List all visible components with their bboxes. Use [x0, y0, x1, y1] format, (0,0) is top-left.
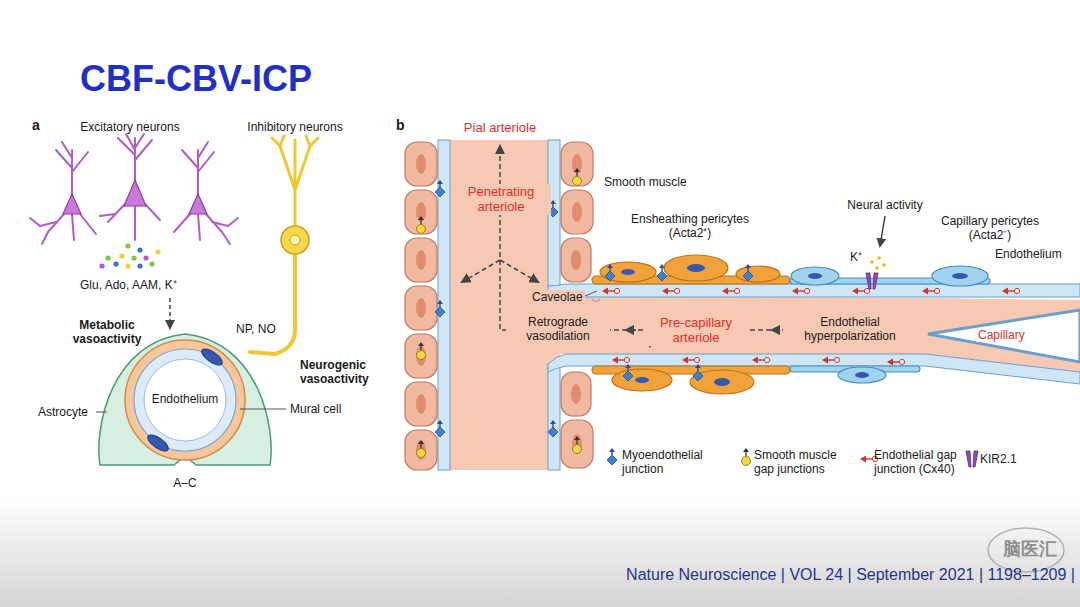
legend-text: Smooth muscle gap junctions [754, 448, 854, 476]
part-label: Glu, Ado, AAM, K⁺ [80, 278, 230, 292]
part-label: Smooth muscle [604, 175, 687, 189]
citation-caption: Nature Neuroscience | VOL 24 | September… [626, 566, 1075, 585]
part-label: Endothelial hyperpolarization [783, 315, 917, 343]
figure-title: CBF-CBV-ICP [80, 58, 312, 100]
part-label: Excitatory neurons [55, 120, 205, 134]
part-label: Metabolic vasoactivity [57, 318, 157, 346]
part-label: Pial arteriole [435, 120, 565, 135]
part-label: K⁺ [850, 250, 862, 264]
part-label: Mural cell [290, 402, 341, 416]
legend-text: Endothelial gap junction (Cx40) [874, 448, 966, 476]
part-label: a [32, 117, 40, 134]
smooth-muscle-cells [405, 142, 593, 470]
part-label: Neural activity [825, 198, 945, 212]
legend-text: Myoendothelial junction [622, 448, 732, 476]
part-label: Penetrating arteriole [451, 184, 551, 215]
part-label: NP, NO [236, 322, 276, 336]
caveolae-leader [585, 291, 600, 302]
part-label: Caveolae [530, 290, 585, 304]
part-label: Endothelium [995, 247, 1062, 261]
transmitter-dots [99, 243, 160, 268]
ensheathing-pericytes [592, 255, 790, 394]
part-label: b [396, 117, 405, 134]
part-label: Capillary [976, 328, 1027, 342]
penetrating-arteriole [438, 140, 1080, 470]
part-label: Ensheathing pericytes (Acta2⁺) [615, 212, 765, 240]
part-label: Endothelium [145, 392, 225, 406]
part-label: Capillary pericytes (Acta2⁻) [931, 214, 1049, 242]
vessel-cross-section [96, 334, 286, 465]
part-label: Inhibitory neurons [225, 120, 365, 134]
metabolic-arrow [170, 298, 171, 328]
junction-symbols [417, 168, 1020, 458]
part-label: Astrocyte [38, 405, 88, 419]
part-label: Pre-capillary arteriole [644, 315, 748, 346]
muscle-nuclei [416, 154, 582, 460]
watermark: 脑医汇 [1003, 539, 1057, 560]
part-label: Neurogenic vasoactivity [300, 358, 400, 386]
inhibitory-neuron [250, 136, 318, 354]
pericyte-nuclei [621, 264, 968, 386]
watermark-ring [988, 528, 1064, 572]
part-label: A–C [155, 476, 215, 490]
potassium-release [870, 216, 886, 270]
bottom-band [0, 498, 1080, 607]
excitatory-neurons [30, 134, 238, 244]
legend-text: KIR2.1 [980, 452, 1060, 466]
part-label: Retrograde vasodilation [506, 315, 610, 343]
